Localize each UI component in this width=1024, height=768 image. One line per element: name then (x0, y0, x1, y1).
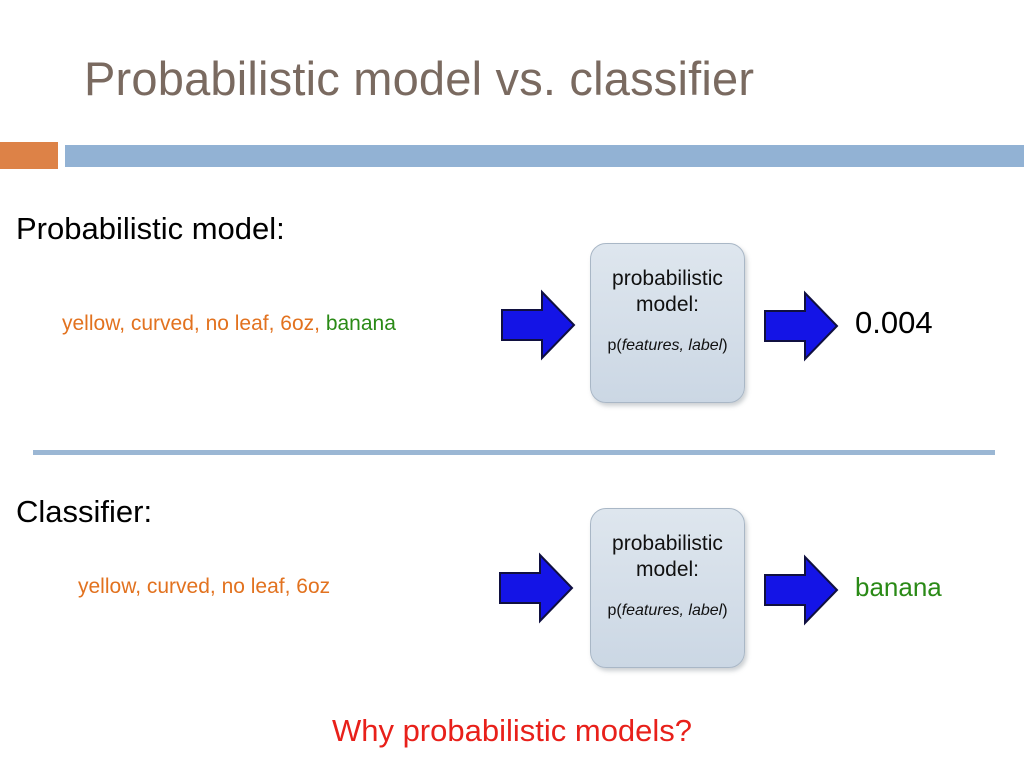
formula-suffix: ) (722, 337, 728, 355)
feature-list-probabilistic-model: yellow, curved, no leaf, 6oz, banana (62, 312, 396, 336)
feature-list-text: yellow, curved, no leaf, 6oz (78, 575, 331, 598)
section-heading-classifier: Classifier: (16, 494, 153, 529)
model-box-formula: p(features, label) (591, 602, 744, 620)
model-box-probabilistic-model: probabilistic model: p(features, label) (590, 243, 745, 403)
feature-list-text: yellow, curved, no leaf, 6oz, (62, 312, 326, 335)
formula-italic-part: features, label (621, 337, 723, 355)
model-box-title: probabilistic model: (591, 266, 744, 317)
feature-list-classifier: yellow, curved, no leaf, 6oz (78, 575, 330, 599)
model-box-formula: p(features, label) (591, 337, 744, 355)
right-arrow-icon (764, 290, 839, 362)
model-box-title-line1: probabilistic (612, 267, 723, 290)
right-arrow-icon (499, 552, 574, 624)
page-title: Probabilistic model vs. classifier (84, 52, 755, 105)
output-value-probability: 0.004 (855, 305, 933, 340)
right-arrow-icon (501, 289, 576, 361)
section-divider (33, 450, 995, 455)
accent-bar-blue (65, 145, 1024, 167)
formula-italic-part: features, label (621, 602, 723, 620)
model-box-title-line1: probabilistic (612, 532, 723, 555)
section-heading-probabilistic-model: Probabilistic model: (16, 211, 285, 246)
footer-question: Why probabilistic models? (331, 713, 693, 748)
model-box-classifier: probabilistic model: p(features, label) (590, 508, 745, 668)
accent-bar-orange (0, 142, 58, 169)
formula-suffix: ) (722, 602, 728, 620)
output-value-label: banana (855, 572, 942, 602)
right-arrow-icon (764, 554, 839, 626)
label-word-banana: banana (325, 312, 396, 335)
model-box-title: probabilistic model: (591, 531, 744, 582)
model-box-title-line2: model: (635, 292, 700, 316)
formula-prefix: p( (607, 602, 622, 620)
model-box-title-line2: model: (635, 557, 700, 581)
formula-prefix: p( (607, 337, 622, 355)
